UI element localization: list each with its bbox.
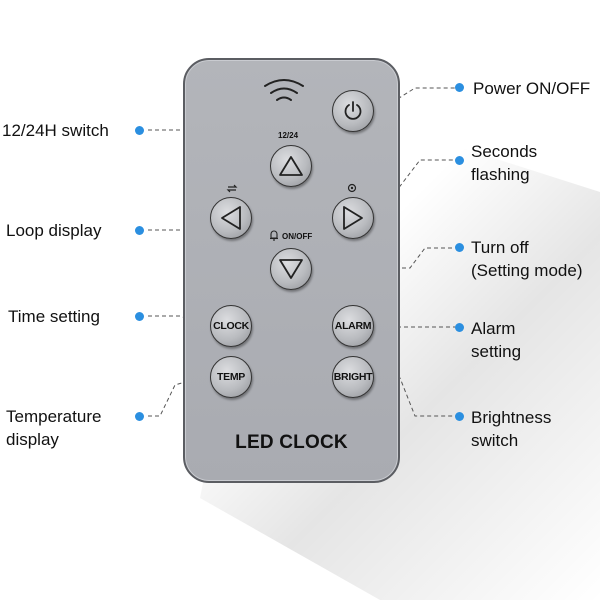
brand-label: LED CLOCK <box>235 432 348 453</box>
callout-time: Time setting <box>8 307 100 326</box>
alarm-button-label: ALARM <box>334 320 372 332</box>
gear-icon <box>347 183 357 193</box>
triangle-left-icon <box>221 206 241 230</box>
triangle-right-icon <box>343 206 363 230</box>
bright-button-label: BRIGHT <box>333 371 373 383</box>
power-button[interactable] <box>332 90 374 132</box>
up-button[interactable] <box>270 145 312 187</box>
bell-icon <box>270 230 278 241</box>
left-button[interactable] <box>210 197 252 239</box>
clock-button-label: CLOCK <box>213 320 249 332</box>
dot-temp <box>135 412 144 421</box>
power-icon <box>344 101 362 120</box>
alarm-button[interactable]: ALARM <box>332 305 374 347</box>
temp-button[interactable]: TEMP <box>210 356 252 398</box>
callout-power: Power ON/OFF <box>473 79 591 98</box>
callout-bright: Brightness switch <box>471 408 552 450</box>
callout-turn-off: Turn off (Setting mode) <box>471 238 583 280</box>
triangle-down-icon <box>279 259 303 279</box>
dot-seconds <box>455 156 464 165</box>
down-button[interactable] <box>270 248 312 290</box>
callout-temp: Temperature display <box>6 407 102 449</box>
callout-12-24: 12/24H switch <box>2 121 109 140</box>
temp-button-label: TEMP <box>217 371 245 383</box>
dot-bright <box>455 412 464 421</box>
leader-time <box>148 315 213 328</box>
loop-icon <box>226 184 238 193</box>
callout-loop: Loop display <box>6 221 102 240</box>
dot-12-24 <box>135 126 144 135</box>
wireless-signal-icon <box>264 79 304 101</box>
dot-loop <box>135 226 144 235</box>
callout-seconds: Seconds flashing <box>471 142 538 184</box>
clock-button[interactable]: CLOCK <box>210 305 252 347</box>
dot-power <box>455 83 464 92</box>
label-on-off: ON/OFF <box>282 232 313 241</box>
bright-button[interactable]: BRIGHT <box>332 356 374 398</box>
dot-alarm <box>455 323 464 332</box>
callout-alarm: Alarm setting <box>471 319 522 361</box>
leader-bright <box>376 377 455 417</box>
label-12-24: 12/24 <box>278 131 299 140</box>
triangle-up-icon <box>279 156 303 176</box>
right-button[interactable] <box>332 197 374 239</box>
dot-time <box>135 312 144 321</box>
dot-turn-off <box>455 243 464 252</box>
